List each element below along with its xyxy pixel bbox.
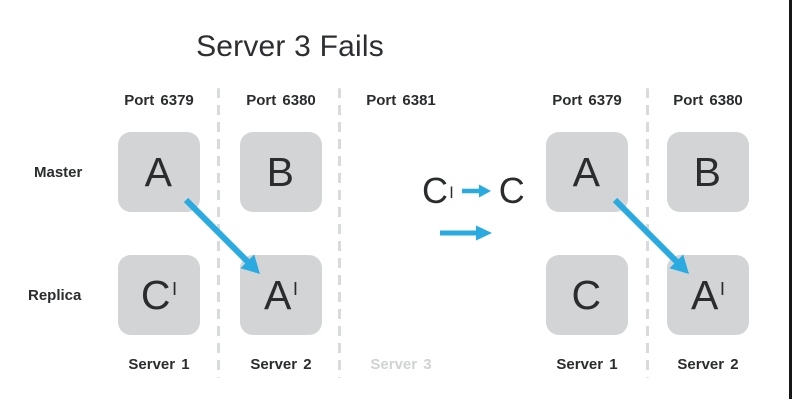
promotion-from-letter: C <box>422 170 448 211</box>
right-port-6380-label: Port 6380 <box>673 92 743 109</box>
replica-row-label: Replica <box>28 287 82 304</box>
prime-mark: I <box>719 277 725 299</box>
prime-mark: I <box>292 277 298 299</box>
node-letter: A <box>264 271 292 318</box>
left-server-3-label-failed: Server 3 <box>370 356 432 373</box>
node-letter: B <box>693 148 721 195</box>
slide-edge-line <box>789 0 792 399</box>
right-port-6379-label: Port 6379 <box>552 92 622 109</box>
left-panel-divider-2 <box>338 88 341 378</box>
node-letter: A <box>691 271 719 318</box>
replication-arrow-right <box>612 197 689 274</box>
promotion-to-letter: C <box>498 170 525 211</box>
replication-arrow-left <box>183 197 260 274</box>
state-transition-arrow-icon <box>440 225 492 241</box>
promotion-from: CI <box>422 173 454 209</box>
small-arrow-right-icon <box>461 184 491 198</box>
right-master-node-b: B <box>667 132 749 212</box>
left-server-1-label: Server 1 <box>128 356 190 373</box>
promotion-annotation: CI C <box>422 172 525 210</box>
right-server-1-label: Server 1 <box>556 356 618 373</box>
diagram-title: Server 3 Fails <box>196 30 384 63</box>
left-server-2-label: Server 2 <box>250 356 312 373</box>
node-letter: A <box>144 148 172 195</box>
prime-mark: I <box>449 183 454 202</box>
node-letter: B <box>266 148 294 195</box>
left-port-6380-label: Port 6380 <box>246 92 316 109</box>
left-master-node-b: B <box>240 132 322 212</box>
node-letter: C <box>140 271 171 318</box>
right-replica-node-c: C <box>546 255 628 335</box>
left-master-node-a: A <box>118 132 200 212</box>
master-row-label: Master <box>34 164 83 181</box>
left-port-6379-label: Port 6379 <box>124 92 194 109</box>
right-master-node-a: A <box>546 132 628 212</box>
node-letter: A <box>572 148 600 195</box>
left-port-6381-label: Port 6381 <box>366 92 436 109</box>
prime-mark: I <box>171 277 178 299</box>
right-server-2-label: Server 2 <box>677 356 739 373</box>
node-letter: C <box>571 271 602 318</box>
